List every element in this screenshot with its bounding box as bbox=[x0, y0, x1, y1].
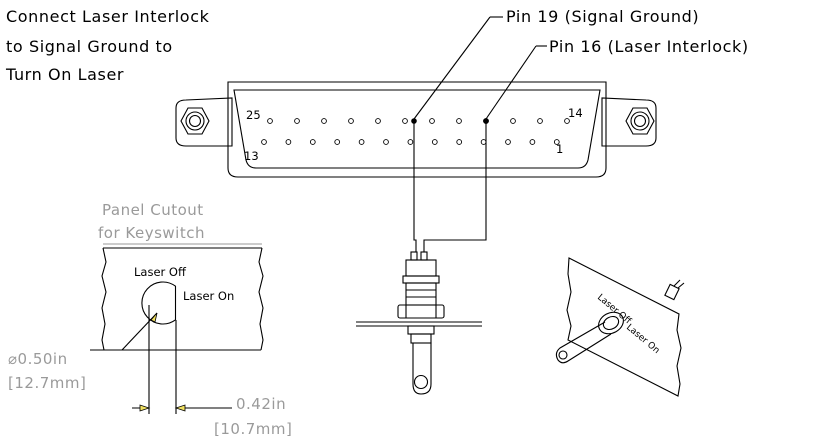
3d-laser-on-label: Laser On bbox=[624, 323, 661, 356]
cutout-diameter-inches: ⌀0.50in bbox=[8, 350, 68, 368]
pin-16-label: Pin 16 (Laser Interlock) bbox=[549, 37, 749, 56]
keyswitch-side-view bbox=[356, 251, 482, 395]
cutout-title-line-1: Panel Cutout bbox=[102, 201, 204, 219]
cutout-title-line-2: for Keyswitch bbox=[98, 224, 205, 242]
instruction-line-3: Turn On Laser bbox=[5, 65, 124, 84]
pin-hole bbox=[285, 139, 292, 145]
keyswitch-3d-view: Laser Off Laser On bbox=[555, 257, 685, 397]
cutout-flat-mm: [10.7mm] bbox=[214, 420, 292, 438]
pin-number-14: 14 bbox=[568, 106, 583, 120]
connector-pin-holes bbox=[261, 118, 570, 145]
pin-hole bbox=[537, 118, 543, 124]
pin-hole bbox=[510, 118, 516, 124]
pin-hole bbox=[529, 139, 536, 145]
pin-hole bbox=[321, 118, 327, 124]
pin-hole bbox=[334, 139, 341, 145]
cutout-diameter-mm: [12.7mm] bbox=[8, 374, 86, 392]
pin-hole bbox=[261, 139, 267, 145]
cutout-laser-on-label: Laser On bbox=[183, 289, 234, 303]
pin-19-label: Pin 19 (Signal Ground) bbox=[506, 7, 699, 26]
instruction-line-2: to Signal Ground to bbox=[6, 37, 173, 56]
pin-hole bbox=[267, 118, 273, 124]
db25-connector: 25 14 13 1 bbox=[175, 81, 657, 178]
pin-hole bbox=[294, 118, 300, 124]
pin-hole bbox=[375, 118, 381, 124]
instruction-line-1: Connect Laser Interlock bbox=[6, 7, 210, 26]
pin-hole bbox=[505, 139, 511, 145]
pin-hole bbox=[564, 118, 570, 124]
pin-19-leader bbox=[413, 16, 503, 120]
pin-hole bbox=[456, 139, 463, 145]
interlock-wires bbox=[413, 121, 487, 252]
pin-number-1: 1 bbox=[556, 142, 563, 156]
pin-number-25: 25 bbox=[246, 108, 261, 122]
cutout-laser-off-label: Laser Off bbox=[134, 265, 187, 279]
instruction-text: Connect Laser Interlock to Signal Ground… bbox=[5, 7, 210, 84]
3d-laser-off-label: Laser Off bbox=[595, 293, 633, 327]
pin-hole bbox=[402, 118, 408, 124]
pin-hole bbox=[309, 139, 316, 145]
pin-hole bbox=[348, 118, 354, 124]
mounting-screw-right bbox=[625, 107, 655, 135]
pin-hole bbox=[383, 139, 389, 145]
pin-number-13: 13 bbox=[244, 149, 259, 163]
mounting-screw-left bbox=[180, 107, 210, 135]
panel-cutout: Panel Cutout for Keyswitch Laser Off Las… bbox=[8, 201, 292, 438]
pin-hole bbox=[358, 139, 365, 145]
pin-hole bbox=[456, 118, 462, 124]
pin-hole bbox=[407, 139, 414, 145]
cutout-flat-inches: 0.42in bbox=[236, 395, 286, 413]
pin-hole bbox=[480, 139, 487, 145]
pin-hole bbox=[553, 139, 560, 145]
pin-hole bbox=[431, 139, 438, 145]
pin-hole bbox=[429, 118, 435, 124]
